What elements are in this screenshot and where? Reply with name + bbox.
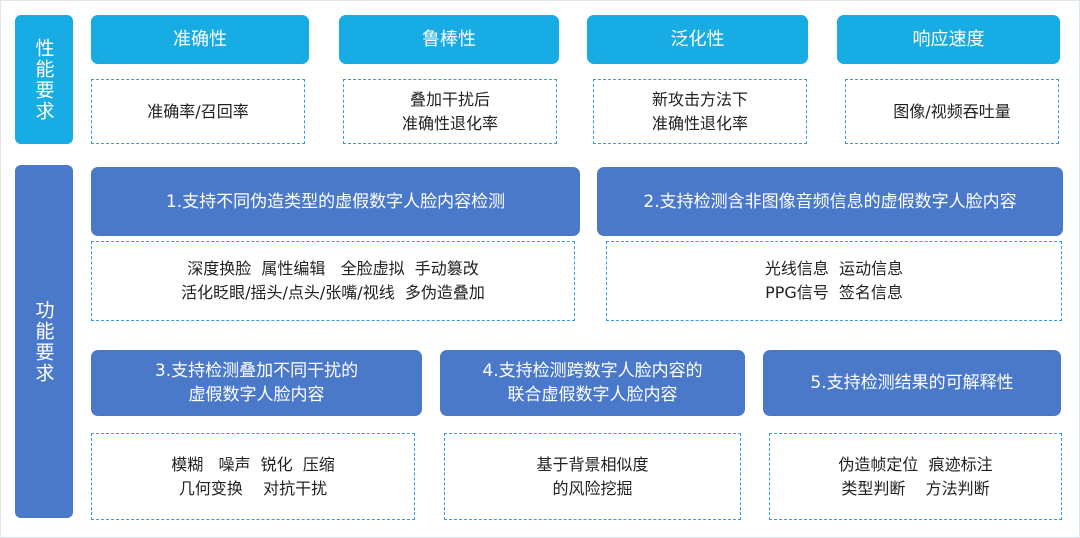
- function-4-detail-line-2: 的风险挖掘: [552, 478, 633, 498]
- robustness-metric-line-1: 叠加干扰后: [409, 89, 490, 109]
- accuracy-metric-box: 准确率/召回率: [91, 79, 305, 144]
- function-2-header: 2.支持检测含非图像音频信息的虚假数字人脸内容: [597, 167, 1063, 236]
- function-4-detail-line-1: 基于背景相似度: [536, 454, 649, 474]
- response-speed-header: 响应速度: [837, 15, 1060, 64]
- function-5-detail-line-1: 伪造帧定位 痕迹标注: [838, 454, 993, 474]
- function-4-header: 4.支持检测跨数字人脸内容的 联合虚假数字人脸内容: [440, 350, 745, 416]
- function-1-title: 1.支持不同伪造类型的虚假数字人脸内容检测: [165, 191, 506, 212]
- function-4-details-box: 基于背景相似度 的风险挖掘: [444, 433, 741, 520]
- robustness-header: 鲁棒性: [339, 15, 559, 64]
- function-4-title-line-2: 联合虚假数字人脸内容: [507, 385, 678, 405]
- function-5-title: 5.支持检测结果的可解释性: [810, 373, 1014, 393]
- function-2-detail-line-2: PPG信号 签名信息: [765, 283, 903, 302]
- function-5-details-box: 伪造帧定位 痕迹标注 类型判断 方法判断: [769, 433, 1062, 520]
- function-3-details-box: 模糊 噪声 锐化 压缩 几何变换 对抗干扰: [91, 433, 415, 520]
- function-3-header: 3.支持检测叠加不同干扰的 虚假数字人脸内容: [91, 350, 422, 416]
- function-2-title: 2.支持检测含非图像音频信息的虚假数字人脸内容: [643, 191, 1017, 212]
- robustness-metric-box: 叠加干扰后 准确性退化率: [343, 79, 557, 144]
- function-1-detail-line-1: 深度换脸 属性编辑 全脸虚拟 手动篡改: [187, 259, 479, 278]
- function-4-title-line-1: 4.支持检测跨数字人脸内容的: [482, 361, 703, 381]
- generalization-metric-line-2: 准确性退化率: [651, 113, 748, 133]
- function-1-detail-line-2: 活化眨眼/摇头/点头/张嘴/视线 多伪造叠加: [181, 283, 485, 302]
- function-2-detail-line-1: 光线信息 运动信息: [764, 259, 904, 278]
- function-1-header: 1.支持不同伪造类型的虚假数字人脸内容检测: [91, 167, 580, 236]
- response-speed-metric-line: 图像/视频吞吐量: [893, 101, 1011, 121]
- function-3-detail-line-1: 模糊 噪声 锐化 压缩: [171, 454, 335, 474]
- accuracy-header: 准确性: [91, 15, 309, 64]
- function-1-details-box: 深度换脸 属性编辑 全脸虚拟 手动篡改 活化眨眼/摇头/点头/张嘴/视线 多伪造…: [91, 241, 575, 321]
- generalization-metric-line-1: 新攻击方法下: [651, 89, 748, 109]
- function-3-title-line-1: 3.支持检测叠加不同干扰的: [154, 361, 359, 381]
- generalization-header: 泛化性: [587, 15, 808, 64]
- function-3-detail-line-2: 几何变换 对抗干扰: [178, 478, 328, 498]
- functional-requirements-label: 功能要求: [15, 165, 73, 518]
- robustness-metric-line-2: 准确性退化率: [401, 113, 498, 133]
- function-3-title-line-2: 虚假数字人脸内容: [188, 385, 325, 405]
- response-speed-metric-box: 图像/视频吞吐量: [845, 79, 1059, 144]
- function-5-detail-line-2: 类型判断 方法判断: [841, 478, 990, 498]
- function-2-details-box: 光线信息 运动信息 PPG信号 签名信息: [606, 241, 1062, 321]
- generalization-metric-box: 新攻击方法下 准确性退化率: [593, 79, 807, 144]
- function-5-header: 5.支持检测结果的可解释性: [763, 350, 1061, 416]
- performance-requirements-label: 性能要求: [15, 15, 73, 144]
- accuracy-metric-line: 准确率/召回率: [147, 101, 249, 121]
